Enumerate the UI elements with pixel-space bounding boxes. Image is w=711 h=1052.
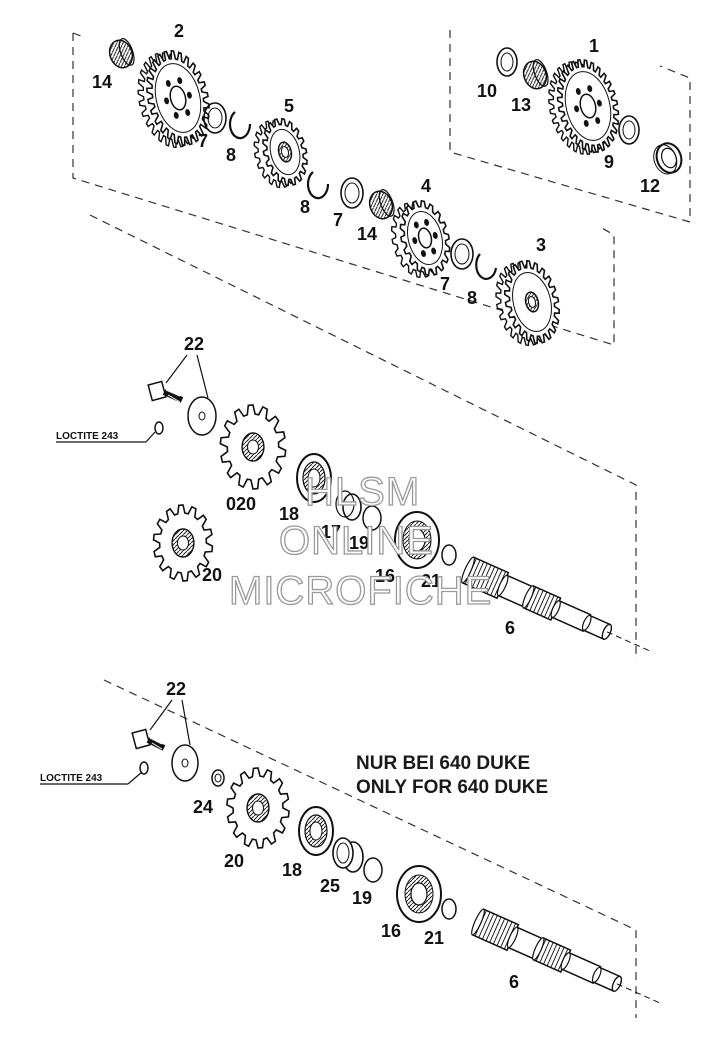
spacer-17 bbox=[335, 490, 362, 521]
thrust-washer-7a bbox=[203, 102, 227, 134]
loctite-label: LOCTITE 243 bbox=[56, 431, 119, 442]
gear-2 bbox=[137, 49, 210, 149]
thrust-washer-10 bbox=[496, 47, 518, 77]
callout-14: 14 bbox=[92, 72, 112, 92]
callout-8: 8 bbox=[300, 197, 310, 217]
callout-24: 24 bbox=[193, 797, 213, 817]
needle-bearing-14-top bbox=[108, 38, 135, 69]
gear-1 bbox=[548, 59, 620, 156]
washer-22-mid bbox=[187, 396, 217, 436]
callout-2: 2 bbox=[174, 21, 184, 41]
loctite-labels: LOCTITE 243 LOCTITE 243 bbox=[40, 431, 119, 784]
callout-19: 19 bbox=[352, 888, 372, 908]
callout-22: 22 bbox=[166, 679, 186, 699]
needle-bearing-13 bbox=[522, 59, 549, 90]
thrust-washer-7c bbox=[450, 238, 474, 270]
assembly-frames bbox=[72, 30, 691, 1018]
callout-6: 6 bbox=[509, 972, 519, 992]
ball-bearing-16-low bbox=[396, 865, 442, 923]
circlip-21-low bbox=[441, 898, 457, 920]
callout-5: 5 bbox=[284, 96, 294, 116]
callout-9: 9 bbox=[604, 152, 614, 172]
model-note: NUR BEI 640 DUKE ONLY FOR 640 DUKE bbox=[356, 752, 548, 800]
callout-10: 10 bbox=[477, 81, 497, 101]
o-ring-19-mid bbox=[362, 505, 382, 531]
callouts: 1 2 3 4 5 6 6 7 7 7 8 8 8 9 10 12 13 14 … bbox=[92, 21, 660, 992]
washer-24 bbox=[211, 769, 225, 787]
callout-12: 12 bbox=[640, 176, 660, 196]
callout-4: 4 bbox=[421, 176, 431, 196]
o-ring-19-low bbox=[363, 857, 383, 883]
callout-7: 7 bbox=[198, 131, 208, 151]
thrust-washer-7b bbox=[340, 177, 364, 209]
ball-bearing-16-mid bbox=[394, 511, 440, 569]
callout-19: 19 bbox=[349, 533, 369, 553]
circlip-8a bbox=[228, 111, 252, 140]
callout-16: 16 bbox=[381, 921, 401, 941]
bolt-22-low bbox=[131, 728, 166, 751]
callout-18: 18 bbox=[279, 504, 299, 524]
model-note-de: NUR BEI 640 DUKE bbox=[356, 753, 531, 774]
watermark-line-3: MICROFICHE bbox=[228, 569, 493, 613]
callout-20: 20 bbox=[202, 565, 222, 585]
leader-lines bbox=[40, 354, 209, 785]
callout-8: 8 bbox=[226, 145, 236, 165]
loctite-label: LOCTITE 243 bbox=[40, 773, 103, 784]
sprocket-20-mid bbox=[152, 504, 214, 582]
watermark-line-2: ONLINE bbox=[278, 519, 434, 563]
bolt-22-mid bbox=[147, 380, 184, 403]
needle-sleeve-12 bbox=[653, 142, 683, 175]
bushing-25 bbox=[332, 837, 364, 873]
circlip-8c bbox=[475, 253, 498, 280]
thrust-washer-9 bbox=[618, 115, 640, 145]
callout-25: 25 bbox=[320, 876, 340, 896]
callout-7: 7 bbox=[333, 210, 343, 230]
callout-17: 17 bbox=[321, 522, 341, 542]
gear-5 bbox=[253, 117, 308, 189]
callout-21: 21 bbox=[424, 928, 444, 948]
callout-20: 20 bbox=[224, 851, 244, 871]
callout-1: 1 bbox=[589, 36, 599, 56]
callout-21: 21 bbox=[421, 571, 441, 591]
callout-3: 3 bbox=[536, 235, 546, 255]
shaft-seal-18-low bbox=[298, 806, 334, 856]
washer-22-low bbox=[171, 744, 199, 782]
callout-8: 8 bbox=[467, 288, 477, 308]
circlip-8b bbox=[306, 171, 330, 200]
gear-4 bbox=[390, 199, 451, 279]
callout-22: 22 bbox=[184, 334, 204, 354]
sprocket-20-low bbox=[226, 767, 290, 849]
callout-14: 14 bbox=[357, 224, 377, 244]
callout-16: 16 bbox=[375, 566, 395, 586]
output-shaft-6-low bbox=[471, 908, 661, 1004]
sprocket-020 bbox=[219, 404, 287, 490]
callout-020: 020 bbox=[226, 494, 256, 514]
watermark-line-1: HLSM bbox=[304, 470, 421, 514]
callout-6: 6 bbox=[505, 618, 515, 638]
circlip-21-mid bbox=[441, 544, 457, 566]
lock-washer-low bbox=[139, 761, 149, 775]
callout-18: 18 bbox=[282, 860, 302, 880]
output-shaft-6-mid bbox=[461, 556, 651, 652]
shaft-seal-18-mid bbox=[296, 453, 332, 503]
gear-3 bbox=[495, 259, 561, 347]
model-note-en: ONLY FOR 640 DUKE bbox=[356, 776, 549, 798]
needle-bearing-14-mid bbox=[368, 189, 395, 220]
callout-13: 13 bbox=[511, 95, 531, 115]
callout-7: 7 bbox=[440, 274, 450, 294]
lock-washer-mid bbox=[154, 421, 164, 435]
